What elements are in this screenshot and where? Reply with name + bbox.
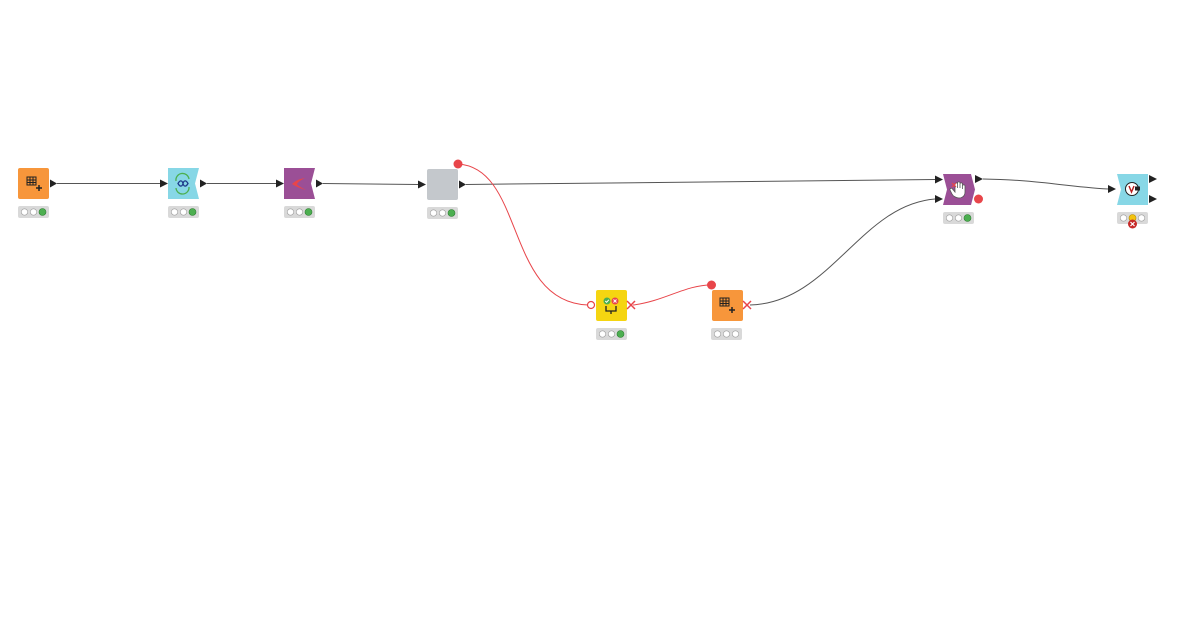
hand-cursor-icon <box>949 181 966 199</box>
status-light-green <box>447 209 456 217</box>
status-light-yellow <box>954 214 962 222</box>
input-port-arrow <box>1108 185 1116 193</box>
node-body[interactable] <box>284 168 315 199</box>
node-condition-switch[interactable] <box>586 290 636 340</box>
variable-v-icon <box>1125 182 1140 196</box>
status-light-green <box>731 330 739 338</box>
status-light-green <box>616 330 625 338</box>
output-port[interactable] <box>50 179 57 188</box>
status-light-yellow <box>180 208 188 216</box>
node-status-indicator <box>18 206 49 218</box>
flow-variable-output-port[interactable] <box>974 194 983 204</box>
flow-variable-connection-metanode-to-switch[interactable] <box>457 163 589 306</box>
flow-variable-port[interactable] <box>707 280 716 290</box>
node-status-indicator <box>427 207 458 219</box>
node-manipulator[interactable] <box>284 168 323 218</box>
node-loop-start[interactable] <box>168 168 207 218</box>
node-metanode[interactable] <box>427 159 466 220</box>
connection-manipulator-to-metanode[interactable] <box>322 183 419 185</box>
node-variable-loop-end[interactable] <box>1117 174 1157 229</box>
status-light-green <box>304 208 313 216</box>
output-port[interactable] <box>1149 175 1157 183</box>
connection-tablecreator2-to-widget[interactable] <box>749 198 936 306</box>
table-creator-icon <box>26 176 42 191</box>
table-creator-icon <box>719 297 735 313</box>
status-light-red <box>20 208 28 216</box>
status-light-green <box>38 208 47 216</box>
input-port-arrow <box>418 180 426 189</box>
flow-variable-input-port[interactable] <box>586 300 596 310</box>
input-port-arrow <box>935 175 943 184</box>
node-status-indicator <box>284 206 315 218</box>
connection-widget-to-loopend[interactable] <box>982 178 1109 190</box>
arrow-back-icon <box>292 178 306 190</box>
node-widget[interactable] <box>943 174 983 224</box>
input-port-arrow <box>160 179 168 188</box>
connections-layer <box>57 163 1116 306</box>
node-status-indicator <box>168 206 199 218</box>
input-port-arrow <box>935 195 943 203</box>
inactive-port-x-icon <box>626 300 636 310</box>
status-light-green <box>1138 214 1146 222</box>
inactive-port-x-icon <box>742 300 752 310</box>
status-light-green <box>188 208 197 216</box>
flow-variable-connection-switch-to-tablecreator2[interactable] <box>632 284 712 306</box>
input-port-arrow <box>276 179 284 188</box>
status-light-yellow <box>607 330 615 338</box>
status-light-red <box>713 330 721 338</box>
output-port[interactable] <box>459 180 466 189</box>
node-table-creator-inactive[interactable] <box>707 280 752 341</box>
status-light-yellow <box>29 208 37 216</box>
error-icon <box>1128 219 1137 229</box>
output-port[interactable] <box>1149 195 1157 203</box>
status-light-red <box>171 208 179 216</box>
connection-metanode-to-widget[interactable] <box>465 179 936 185</box>
status-light-red <box>598 330 606 338</box>
output-port[interactable] <box>200 179 207 188</box>
status-light-yellow <box>295 208 303 216</box>
status-light-green <box>963 214 972 222</box>
status-light-red <box>1120 214 1128 222</box>
node-status-indicator <box>1117 212 1148 224</box>
node-status-indicator <box>943 212 974 224</box>
status-light-red <box>429 209 437 217</box>
output-port[interactable] <box>316 179 323 188</box>
flow-variable-port[interactable] <box>453 159 463 169</box>
status-light-red <box>286 208 294 216</box>
node-body[interactable] <box>427 169 458 200</box>
status-light-yellow <box>438 209 446 217</box>
status-light-yellow <box>722 330 730 338</box>
node-body[interactable] <box>596 290 627 321</box>
loop-infinity-icon <box>175 172 190 195</box>
status-light-red <box>945 214 953 222</box>
node-table-creator[interactable] <box>18 168 57 218</box>
switch-check-icon <box>603 297 619 314</box>
output-port[interactable] <box>975 175 983 183</box>
node-status-indicator <box>596 328 627 340</box>
node-status-indicator <box>711 328 742 340</box>
